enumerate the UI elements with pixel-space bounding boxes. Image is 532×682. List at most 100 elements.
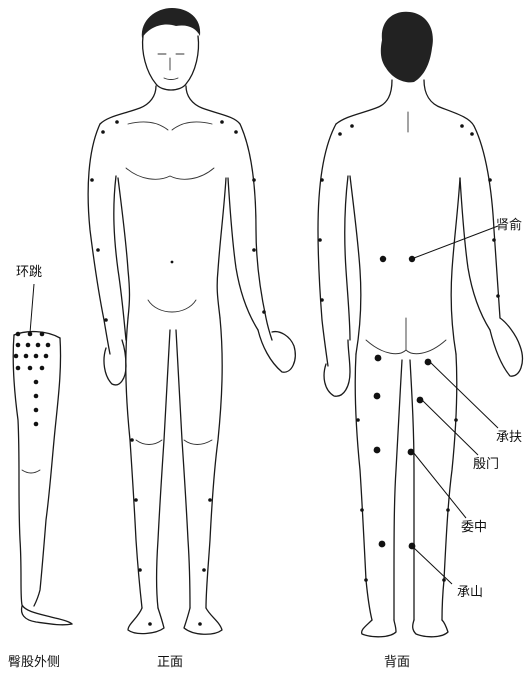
side-point xyxy=(26,343,31,348)
side-point xyxy=(40,366,45,371)
front-right-hand xyxy=(258,330,295,372)
label-yinmen: 殷门 xyxy=(473,457,499,472)
point-yinmen-left xyxy=(374,393,381,400)
back-left-arm-outer xyxy=(318,124,336,366)
front-point xyxy=(148,622,152,626)
side-point xyxy=(14,354,19,359)
front-point xyxy=(262,310,266,314)
front-left-hand xyxy=(104,340,126,385)
side-hip-top xyxy=(14,332,60,338)
side-point xyxy=(40,332,45,337)
back-point xyxy=(350,124,354,128)
label-huantiao: 环跳 xyxy=(16,265,42,280)
front-chest xyxy=(126,168,214,179)
front-point xyxy=(101,130,105,134)
caption-front-view: 正面 xyxy=(157,655,183,670)
front-left-leg-outer xyxy=(126,318,142,608)
back-point xyxy=(460,124,464,128)
back-hair xyxy=(381,12,433,83)
front-neck-right xyxy=(186,86,240,124)
side-view-leg xyxy=(13,332,72,625)
back-point xyxy=(318,238,322,242)
side-view-points xyxy=(14,332,51,427)
front-point xyxy=(202,568,206,572)
front-abdomen xyxy=(148,300,196,312)
front-point xyxy=(90,178,94,182)
back-right-hand xyxy=(490,318,522,376)
side-point xyxy=(16,366,21,371)
point-shenshu-right xyxy=(409,256,415,262)
back-point xyxy=(454,418,458,422)
label-chengshan: 承山 xyxy=(457,585,483,600)
front-right-leg-outer xyxy=(206,318,222,608)
front-point xyxy=(234,130,238,134)
front-hair xyxy=(142,8,200,38)
side-point xyxy=(34,422,39,427)
side-leg-outline-back xyxy=(34,338,61,606)
front-right-leg-inner xyxy=(176,330,190,608)
back-point xyxy=(364,578,368,582)
front-torso-left xyxy=(118,178,130,318)
front-point xyxy=(220,120,224,124)
side-point xyxy=(16,343,21,348)
front-point xyxy=(208,498,212,502)
front-left-arm-inner xyxy=(114,176,126,340)
front-right-arm-outer xyxy=(240,124,272,340)
front-point xyxy=(138,568,142,572)
side-point xyxy=(34,394,39,399)
side-point xyxy=(34,380,39,385)
point-shenshu-left xyxy=(380,256,386,262)
back-point xyxy=(446,508,450,512)
front-knees xyxy=(136,440,212,445)
front-face xyxy=(158,54,184,80)
back-view-body xyxy=(318,12,522,637)
back-right-foot xyxy=(413,620,448,637)
front-left-leg-inner xyxy=(157,330,171,608)
front-point xyxy=(134,498,138,502)
back-view-points xyxy=(318,124,500,582)
side-point xyxy=(34,408,39,413)
back-point xyxy=(488,178,492,182)
back-point xyxy=(320,178,324,182)
yinmen-leader xyxy=(422,400,478,455)
side-knee xyxy=(22,470,40,473)
front-navel xyxy=(171,261,174,264)
caption-back-view: 背面 xyxy=(384,655,410,670)
back-point xyxy=(356,418,360,422)
label-chengfu: 承扶 xyxy=(496,430,522,445)
front-point xyxy=(104,318,108,322)
back-right-leg-inner xyxy=(410,360,414,620)
front-point xyxy=(96,248,100,252)
point-chengshan-left xyxy=(379,541,386,548)
back-buttocks xyxy=(366,318,446,354)
back-point xyxy=(320,298,324,302)
huantiao-leader xyxy=(30,284,34,333)
side-point xyxy=(46,343,51,348)
side-point xyxy=(44,354,49,359)
side-leg-outline-front xyxy=(13,335,72,624)
back-point xyxy=(496,294,500,298)
back-point xyxy=(360,508,364,512)
back-right-arm-inner xyxy=(460,178,490,330)
front-point xyxy=(252,248,256,252)
front-point xyxy=(115,120,119,124)
front-head xyxy=(143,36,199,90)
front-point xyxy=(198,622,202,626)
front-right-arm-inner xyxy=(228,178,258,330)
label-weizhong: 委中 xyxy=(461,520,487,535)
back-left-foot xyxy=(362,620,396,637)
back-point xyxy=(442,578,446,582)
caption-side-view: 臀股外侧 xyxy=(8,655,60,670)
side-point xyxy=(16,332,21,337)
back-point xyxy=(470,132,474,136)
point-chengfu-left xyxy=(375,355,382,362)
side-point xyxy=(28,366,33,371)
back-left-hand xyxy=(324,340,350,396)
back-left-leg-outer xyxy=(355,354,372,620)
front-right-foot xyxy=(184,608,222,634)
chengshan-leader xyxy=(414,548,452,584)
label-shenshu: 肾俞 xyxy=(496,217,522,233)
front-torso-right xyxy=(217,178,226,318)
side-point xyxy=(24,354,29,359)
